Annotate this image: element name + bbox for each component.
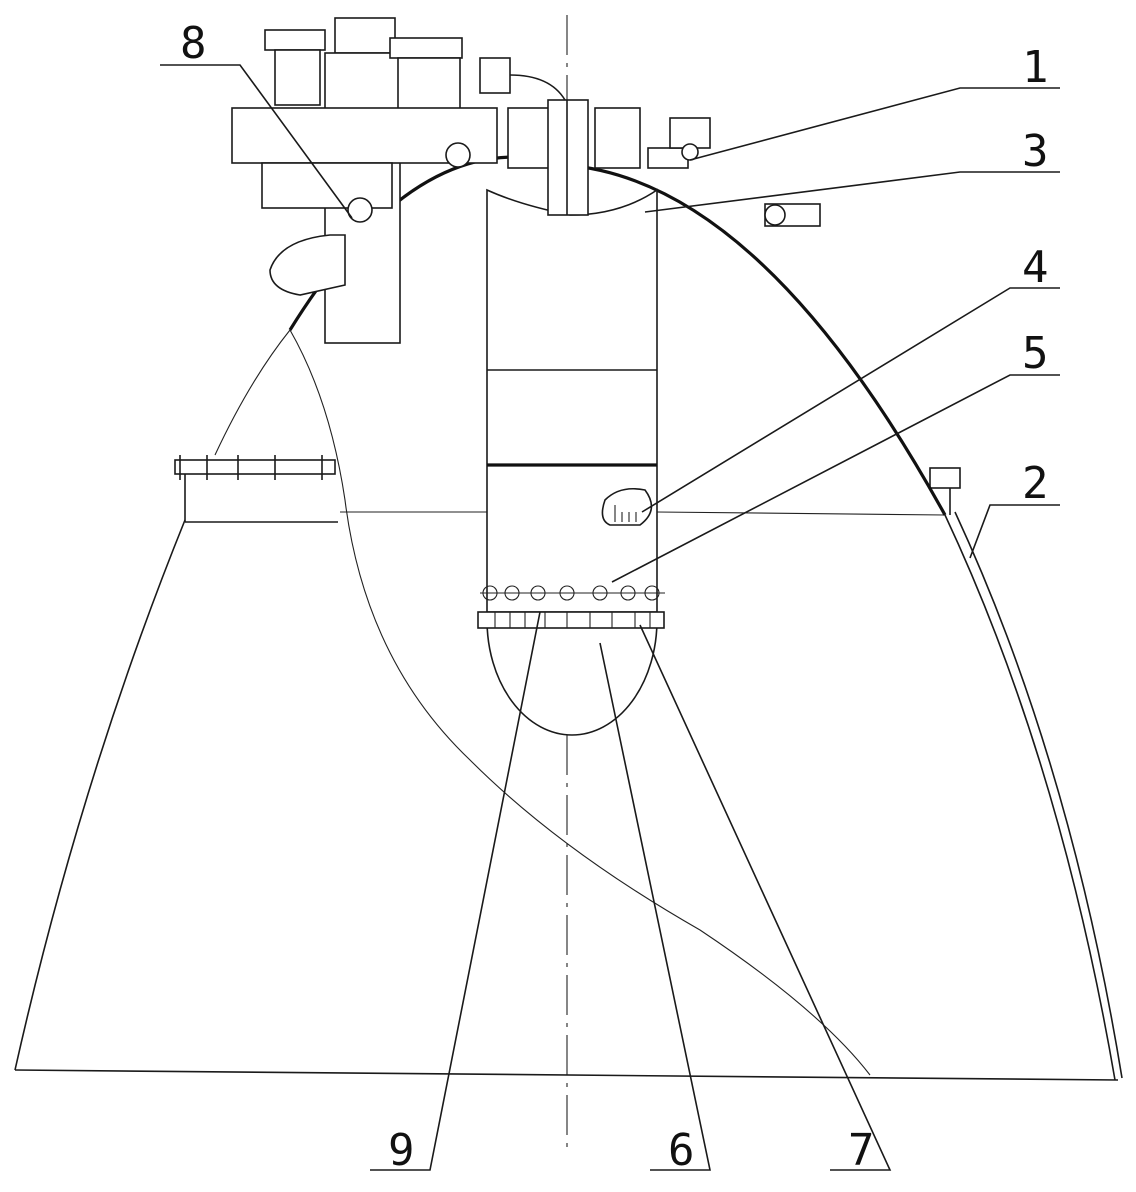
- label-1: 1: [1022, 42, 1049, 93]
- label-4: 4: [1022, 242, 1049, 293]
- right-flange: [930, 468, 960, 515]
- label-5: 5: [1022, 328, 1049, 379]
- left-flange: [175, 455, 338, 522]
- label-6: 6: [668, 1125, 695, 1176]
- label-3: 3: [1022, 126, 1049, 177]
- label-7: 7: [848, 1125, 875, 1176]
- label-9: 9: [388, 1125, 415, 1176]
- label-2: 2: [1022, 458, 1049, 509]
- central-tube: [478, 190, 665, 735]
- label-8: 8: [180, 18, 207, 69]
